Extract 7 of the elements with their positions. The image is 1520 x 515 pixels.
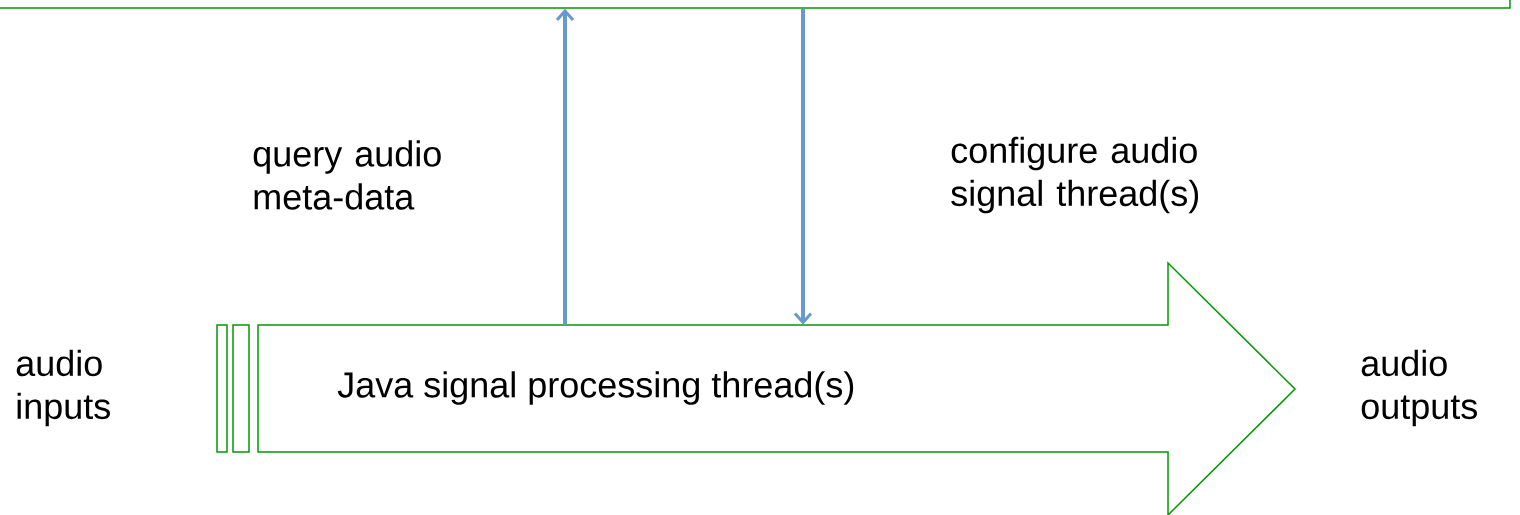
arrow: [555, 8, 575, 325]
edge-label: configure audio signal thread(s): [951, 136, 1199, 214]
port-label: audio inputs: [16, 349, 110, 427]
port-label: audio outputs: [1361, 349, 1477, 427]
arrow: [793, 8, 813, 325]
edge-label: query audio meta-data: [253, 140, 441, 210]
component-box: [0, 0, 1511, 9]
